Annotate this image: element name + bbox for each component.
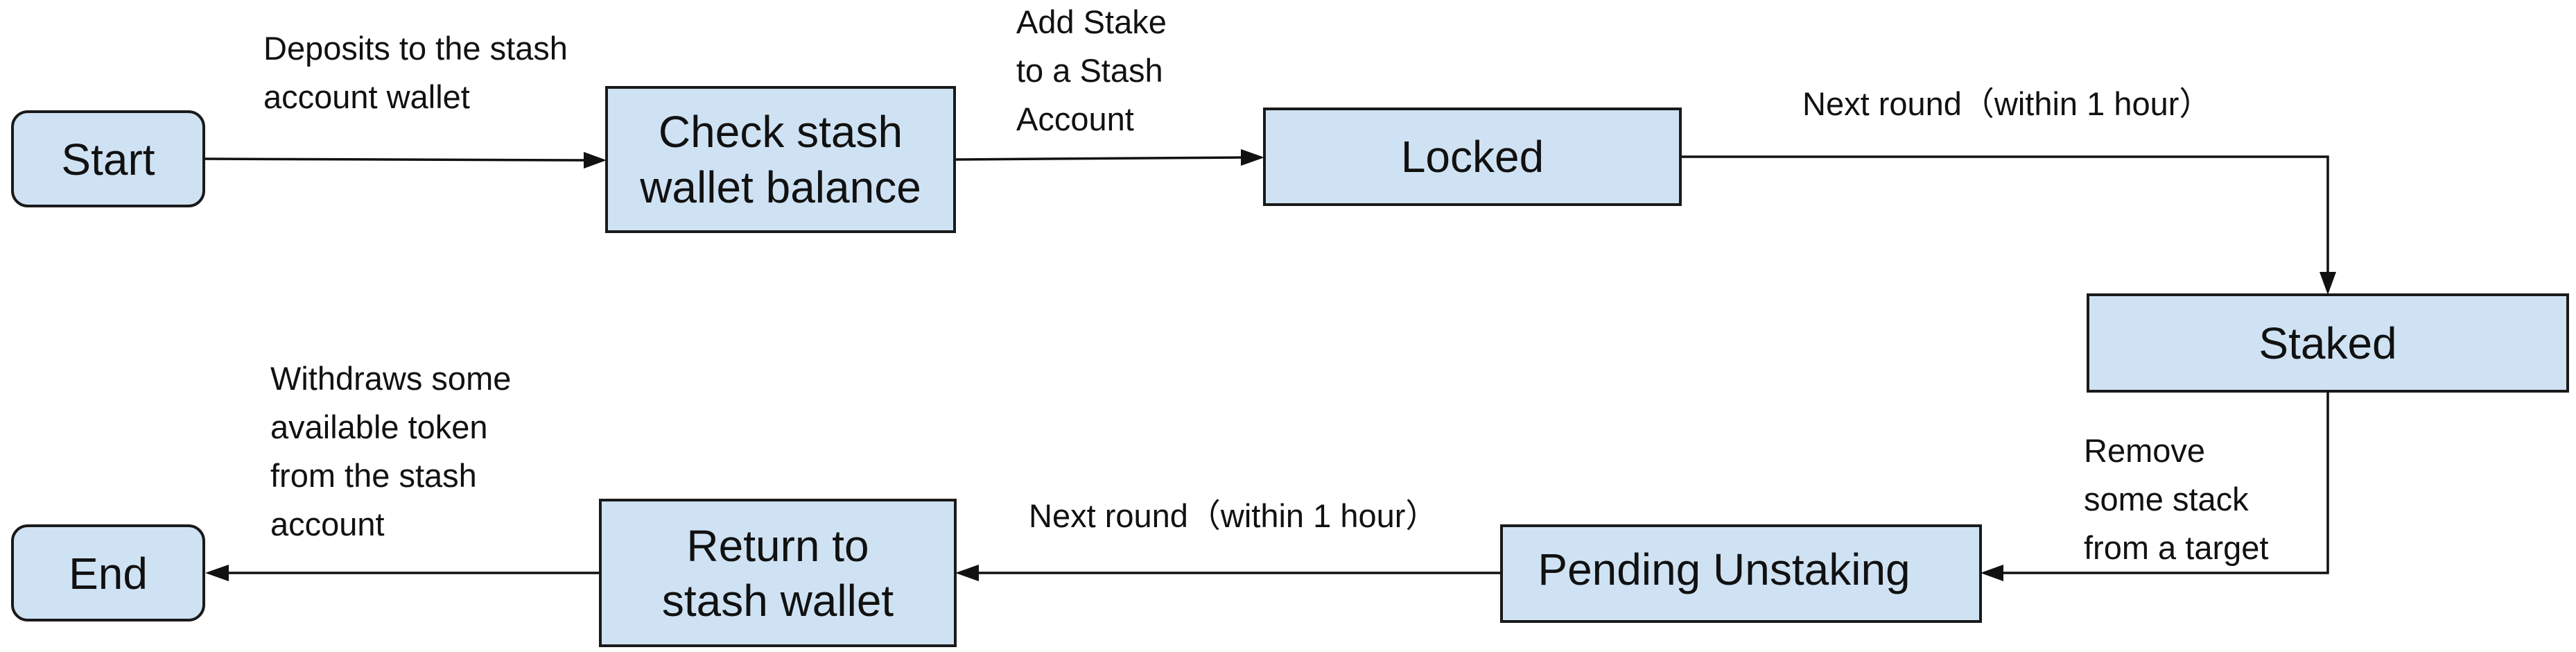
edge-label-line: from a target (2084, 529, 2268, 566)
edge-label-line: account wallet (263, 78, 470, 115)
node-box (1500, 524, 1982, 623)
node-box (2087, 293, 2569, 393)
edge-locked-to-staked (1680, 155, 2336, 295)
arrowhead-right-icon (584, 152, 607, 169)
edge-return-to-end (205, 565, 600, 581)
edge-label-withdraws: Withdraws some available token from the … (270, 360, 511, 542)
node-end: End (11, 524, 205, 621)
node-check-stash-balance: Check stash wallet balance (605, 86, 956, 233)
node-box (11, 110, 205, 207)
arrowhead-left-icon (955, 565, 979, 581)
edge-label-line: Deposits to the stash (263, 30, 568, 67)
node-label-line2: wallet balance (639, 162, 921, 212)
node-label: Staked (2259, 318, 2396, 368)
node-box (1263, 108, 1682, 206)
arrowhead-left-icon (1981, 565, 2003, 581)
node-label: End (69, 549, 148, 599)
node-box (599, 499, 957, 647)
edge-label-line: Remove (2084, 432, 2205, 469)
node-return-to-stash-wallet: Return to stash wallet (599, 499, 957, 647)
node-label: Locked (1401, 132, 1544, 182)
edge-line (954, 156, 1242, 161)
edge-label-deposits: Deposits to the stash account wallet (263, 30, 568, 115)
node-box (11, 524, 205, 621)
arrowhead-left-icon (205, 565, 229, 581)
edge-label-line: Next round（within 1 hour） (1029, 497, 1438, 534)
node-label: Start (61, 135, 155, 185)
edge-line (203, 157, 584, 162)
node-label-line1: Return to (686, 521, 869, 571)
edge-label-line: Withdraws some (270, 360, 511, 397)
node-locked: Locked (1263, 108, 1682, 206)
node-staked: Staked (2087, 293, 2569, 393)
node-box (605, 86, 956, 233)
arrowhead-down-icon (2320, 272, 2336, 295)
edge-label-line: to a Stash (1016, 52, 1163, 89)
edge-label-line: account (270, 506, 385, 542)
edge-label-line: some stack (2084, 481, 2249, 517)
edge-label-next-round-bottom: Next round（within 1 hour） (1029, 497, 1438, 534)
node-label: Pending Unstaking (1538, 544, 1910, 594)
arrowhead-right-icon (1241, 149, 1264, 166)
edge-line (1680, 155, 2329, 272)
edge-label-add-stake: Add Stake to a Stash Account (1016, 3, 1167, 137)
edge-label-next-round-top: Next round（within 1 hour） (1802, 85, 2211, 122)
node-label-line1: Check stash (659, 107, 903, 157)
node-label-line2: stash wallet (662, 576, 894, 626)
edge-start-to-check (203, 152, 607, 169)
edge-line (2003, 391, 2329, 574)
edge-label-remove-stack: Remove some stack from a target (2084, 432, 2268, 566)
edge-label-line: Next round（within 1 hour） (1802, 85, 2211, 122)
edge-check-to-locked (954, 149, 1264, 166)
node-pending-unstaking: Pending Unstaking (1500, 524, 1982, 623)
edge-pending-to-return (955, 565, 1502, 581)
edge-label-line: available token (270, 409, 488, 445)
edge-label-line: Add Stake (1016, 3, 1167, 40)
edge-label-line: from the stash (270, 457, 477, 494)
edge-label-line: Account (1016, 101, 1134, 137)
edge-staked-to-pending (1981, 391, 2329, 581)
node-start: Start (11, 110, 205, 207)
